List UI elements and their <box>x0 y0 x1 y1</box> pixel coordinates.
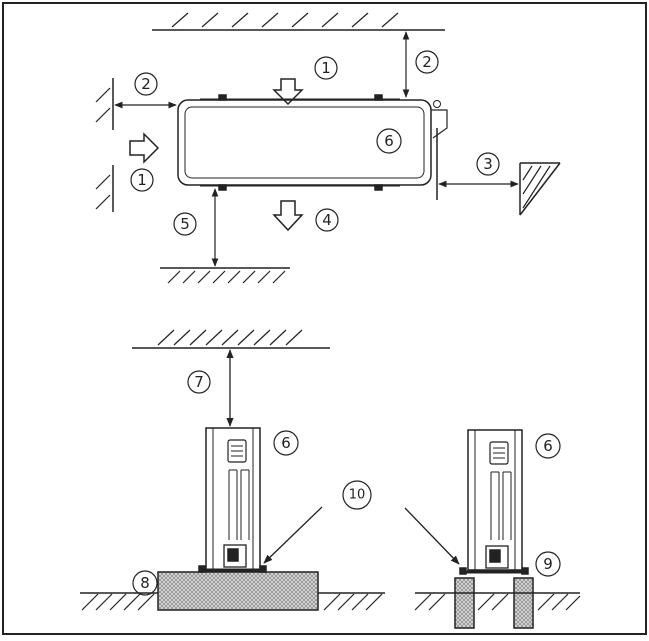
left-concrete-pad <box>157 571 319 611</box>
right-obstacle-diag <box>519 162 561 216</box>
left-front-view <box>80 329 385 611</box>
callout-9: 9 <box>543 555 553 573</box>
callout-6-right-unit: 6 <box>543 437 553 455</box>
callout-6-wall-unit: 6 <box>384 132 394 150</box>
top-dimensions <box>114 31 519 267</box>
callout-2-left: 2 <box>141 75 151 93</box>
wall-unit-outer <box>177 99 432 186</box>
right-foot-left <box>454 577 475 629</box>
right-obstacle-hatch <box>522 165 551 209</box>
callout-10: 10 <box>349 488 366 503</box>
air-outlet-bottom-arrow <box>272 200 304 232</box>
ceiling-hatch <box>171 12 399 28</box>
right-unit-body <box>467 429 523 571</box>
callout-3-right: 3 <box>483 155 493 173</box>
air-inlet-left-arrow <box>129 132 160 164</box>
right-unit-handle <box>489 441 509 465</box>
callout-7: 7 <box>194 373 204 391</box>
right-foot-right <box>513 577 534 629</box>
bracket-bl <box>218 184 227 191</box>
left-wall-hatch <box>95 87 111 210</box>
floor-hatch <box>167 270 286 284</box>
right-ground-hatch <box>414 593 581 611</box>
top-view <box>95 12 561 284</box>
right-front-view <box>414 429 581 629</box>
callout-1-left: 1 <box>137 171 147 189</box>
callout-5-bottom-left: 5 <box>180 215 190 233</box>
callout-1-top: 1 <box>321 59 331 77</box>
callout-8: 8 <box>140 574 150 592</box>
wall-unit-pipe-cap <box>433 100 441 108</box>
pointer-10-left <box>263 506 323 564</box>
bracket-br <box>374 184 383 191</box>
callout-2-top-right: 2 <box>422 53 432 71</box>
left-ground-hatch <box>81 593 383 611</box>
bracket-tl <box>218 94 227 101</box>
air-inlet-top-arrow <box>272 78 304 106</box>
bracket-tr <box>374 94 383 101</box>
left-unit-valve <box>223 544 247 568</box>
right-unit-valve <box>485 545 509 569</box>
wall-unit-pipe-box <box>431 109 448 139</box>
wall-unit-inner <box>184 106 425 179</box>
callout-6-left-unit: 6 <box>281 434 291 452</box>
left-unit-handle <box>227 439 247 463</box>
upper-ceiling-hatch <box>157 329 303 346</box>
callout-4-bottom: 4 <box>322 211 332 229</box>
pointer-10-right <box>404 507 460 565</box>
